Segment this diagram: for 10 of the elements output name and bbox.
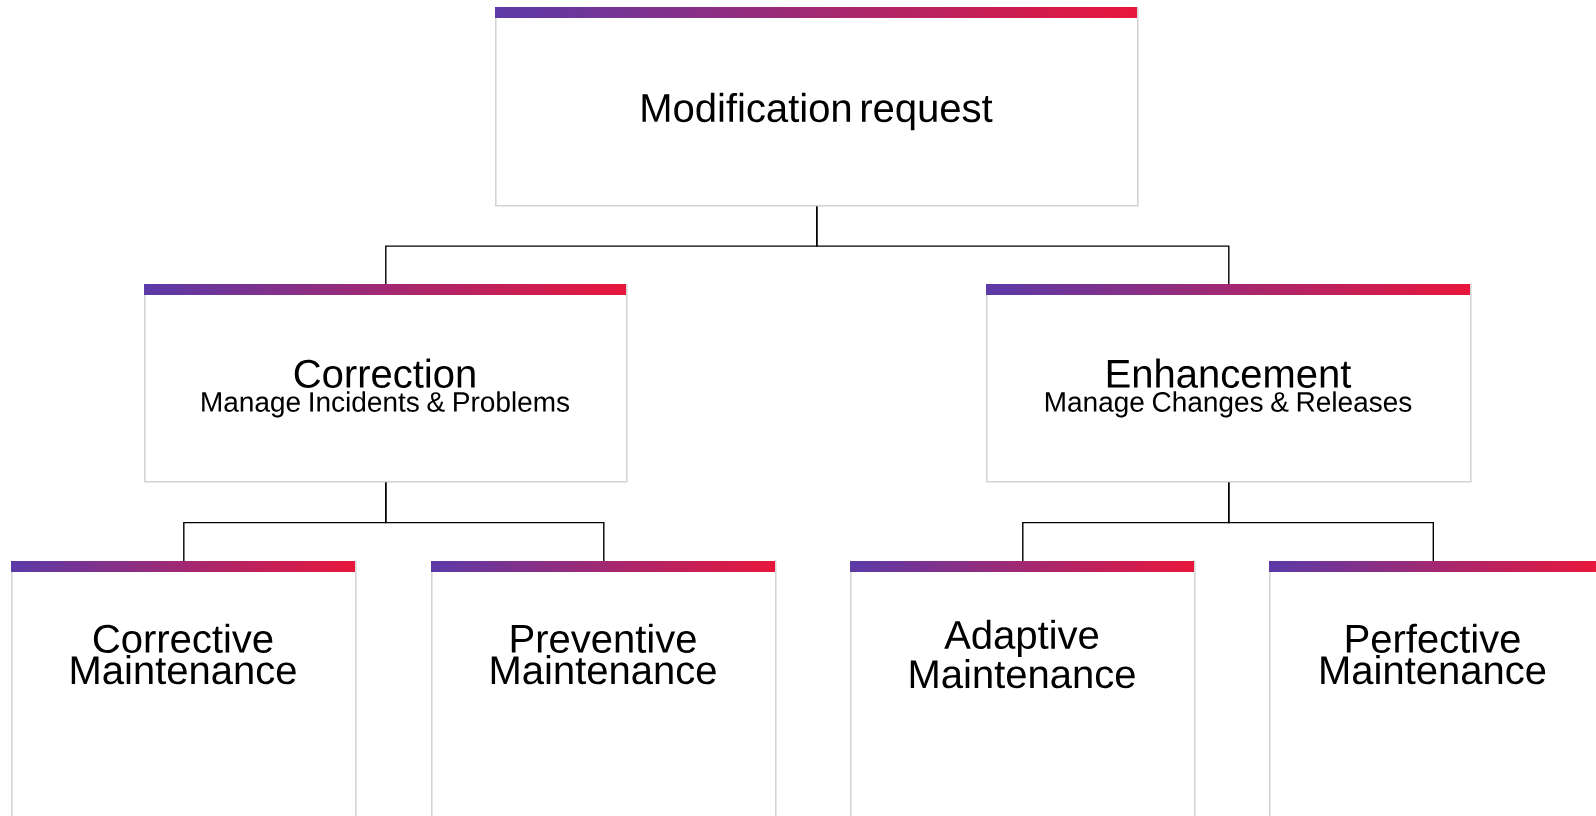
process-box: Perfective Maintenance (1269, 561, 1596, 816)
connector-line (816, 205, 1230, 285)
process-box: Corrective Maintenance (11, 561, 357, 816)
process-box: Adaptive Maintenance (850, 561, 1196, 816)
process-box: Preventive Maintenance (431, 561, 777, 816)
connector-line (1228, 481, 1434, 562)
connector-line (385, 481, 605, 562)
process-box: Correction Manage Incidents & Problems (144, 284, 628, 483)
process-box: Modification request (495, 7, 1139, 207)
process-box: Enhancement Manage Changes & Releases (986, 284, 1472, 483)
